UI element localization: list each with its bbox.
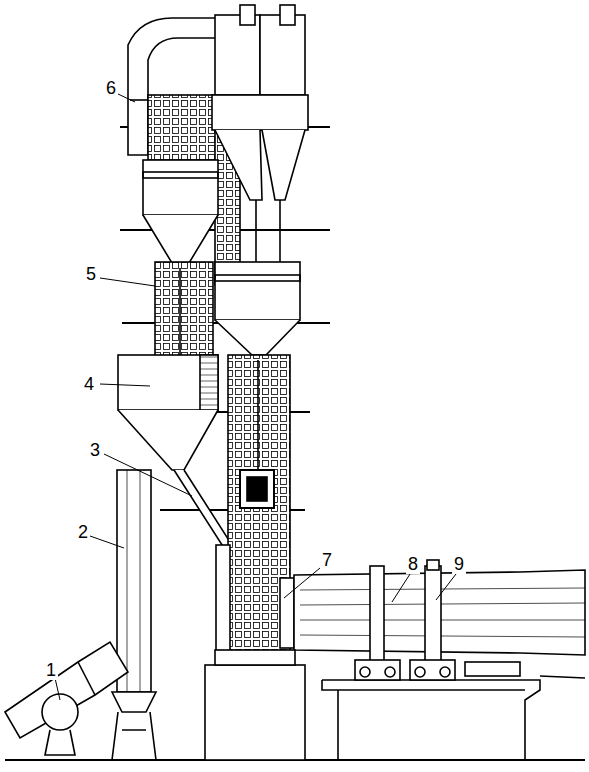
callout-number: 4: [82, 374, 96, 394]
callout-number: 1: [44, 660, 58, 680]
callout-number: 8: [406, 554, 420, 574]
callout-number: 7: [320, 550, 334, 570]
callout-number: 6: [104, 78, 118, 98]
callout-number: 3: [88, 440, 102, 460]
callout-number: 5: [84, 264, 98, 284]
callout-number: 2: [76, 522, 90, 542]
callout-number: 9: [452, 554, 466, 574]
